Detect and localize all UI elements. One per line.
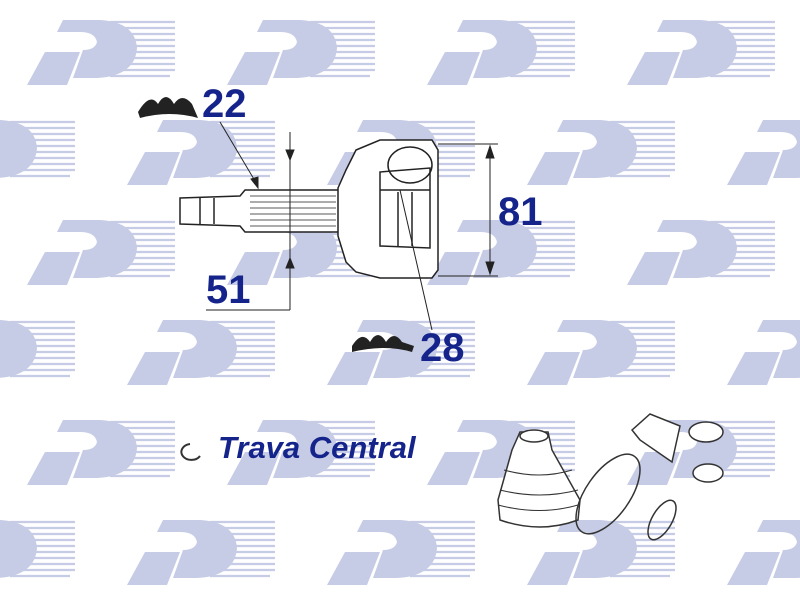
- cv-joint-drawing: [179, 139, 439, 279]
- boot-icon-large: [138, 97, 198, 118]
- repair-kit-illustration: [497, 413, 724, 541]
- dimension-lines: [206, 121, 498, 331]
- dimension-label-22: 22: [202, 82, 247, 126]
- dimension-label-81: 81: [498, 190, 543, 234]
- circlip-icon: [180, 443, 201, 461]
- dimension-label-51: 51: [206, 268, 251, 312]
- boot-icon-small: [352, 335, 414, 352]
- dimension-label-28: 28: [420, 326, 465, 370]
- caption-trava-central: Trava Central: [218, 430, 416, 465]
